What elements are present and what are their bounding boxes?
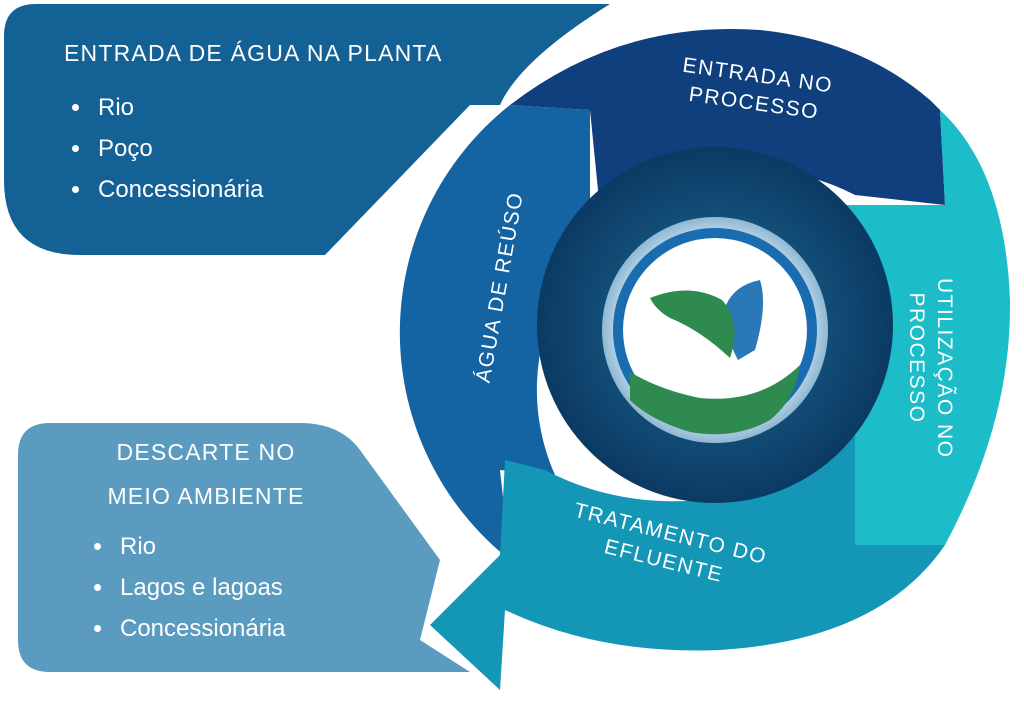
bullet-dot [94, 584, 101, 591]
entry-panel-text: ENTRADA DE ÁGUA NA PLANTA Rio Poço Conce… [64, 40, 443, 210]
entry-title: ENTRADA DE ÁGUA NA PLANTA [64, 40, 443, 66]
segment-treatment-shape [430, 430, 945, 690]
discharge-item-river: Rio [90, 526, 326, 567]
entry-item-river: Rio [68, 87, 443, 128]
bullet-dot [94, 543, 101, 550]
discharge-item-label: Lagos e lagoas [120, 574, 283, 601]
water-drop-shape [725, 280, 764, 360]
bullet-dot [72, 104, 79, 111]
entry-item-well: Poço [68, 128, 443, 169]
label-process-use-line1: UTILIZAÇÃO NO [933, 278, 956, 459]
entry-item-label: Rio [98, 94, 135, 121]
entry-list: Rio Poço Concessionária [68, 87, 443, 210]
entry-item-utility: Concessionária [68, 169, 443, 210]
bullet-dot [72, 186, 79, 193]
discharge-item-label: Concessionária [120, 615, 286, 642]
segment-input-shape [510, 28, 945, 210]
entry-item-label: Poço [98, 135, 153, 162]
discharge-title-line1: DESCARTE NO [116, 439, 296, 465]
leaf-shape [650, 290, 735, 358]
discharge-item-label: Rio [120, 533, 157, 560]
logo [602, 217, 828, 443]
discharge-panel-text: DESCARTE NO MEIO AMBIENTE Rio Lagos e la… [86, 430, 326, 649]
entry-item-label: Concessionária [98, 176, 264, 203]
discharge-list: Rio Lagos e lagoas Concessionária [90, 526, 326, 649]
label-process-use-line2: PROCESSO [905, 292, 928, 424]
discharge-item-utility: Concessionária [90, 608, 326, 649]
hand-shape [630, 365, 800, 435]
bullet-dot [72, 145, 79, 152]
discharge-item-lakes: Lagos e lagoas [90, 567, 326, 608]
label-process-use: UTILIZAÇÃO NO PROCESSO [902, 278, 958, 459]
discharge-panel [18, 423, 470, 672]
segment-reuse-shape [399, 105, 590, 560]
entry-panel [4, 4, 610, 255]
segment-use-shape [820, 110, 1011, 545]
bullet-dot [94, 625, 101, 632]
discharge-title-line2: MEIO AMBIENTE [107, 483, 305, 509]
